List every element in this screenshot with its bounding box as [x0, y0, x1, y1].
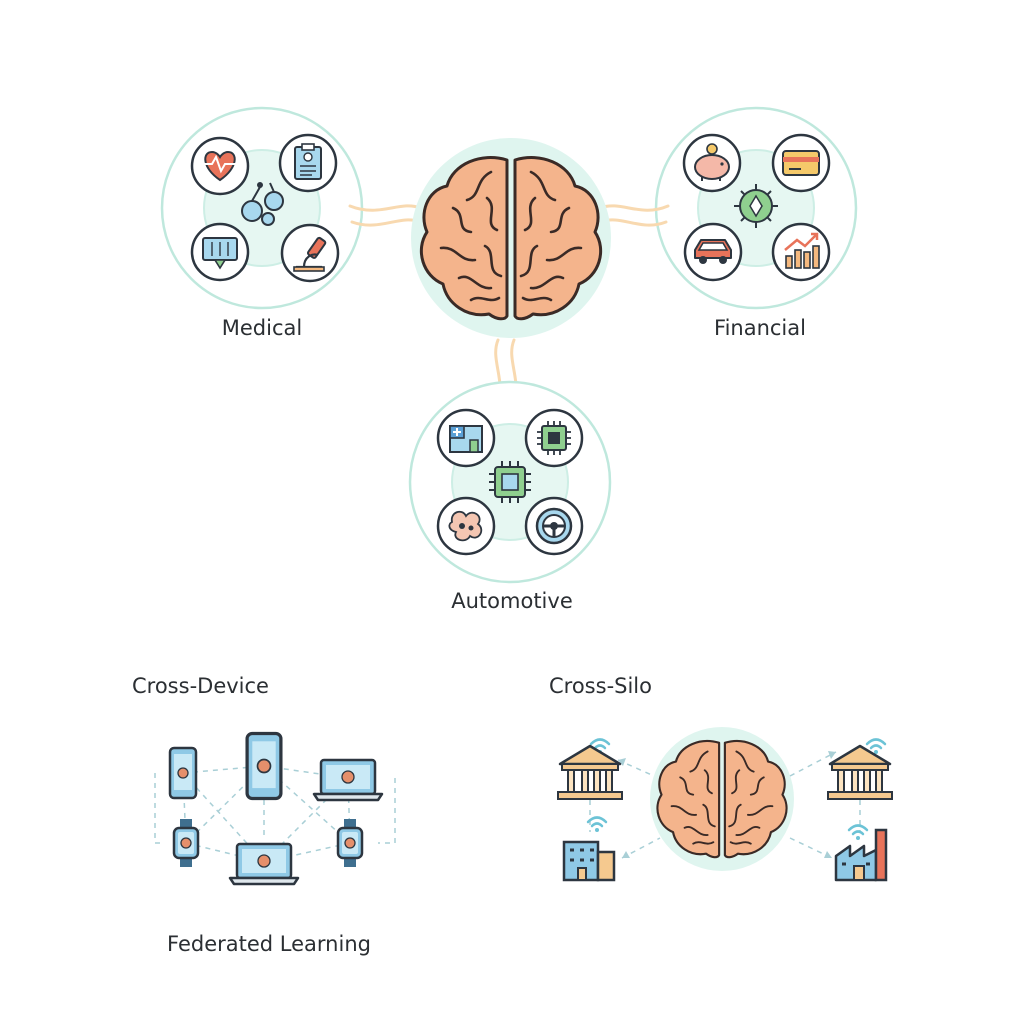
- laptop-device-icon-bottom: [228, 842, 300, 886]
- center-chip-icon: [489, 461, 531, 503]
- cross-silo-arrowheads: [618, 751, 836, 858]
- medical-label: Medical: [221, 316, 303, 340]
- cross-device-label: Cross-Device: [132, 674, 269, 698]
- scan-monitor-icon: [190, 222, 250, 282]
- automotive-cluster: [408, 380, 612, 584]
- automotive-label: Automotive: [451, 589, 573, 613]
- cross-device-network: [154, 731, 396, 886]
- cross-silo-network: [556, 727, 894, 882]
- central-brain: [411, 138, 611, 338]
- growth-chart-icon: [771, 222, 831, 282]
- phone-device-icon: [168, 746, 198, 800]
- tablet-device-icon: [245, 731, 283, 801]
- financial-cluster: [654, 106, 858, 310]
- credit-card-icon: [771, 133, 831, 193]
- steering-wheel-icon: [524, 496, 584, 556]
- factory-silo-icon: [834, 828, 888, 882]
- medical-cluster: [160, 106, 364, 310]
- car-icon: [683, 222, 743, 282]
- smartwatch-device-icon: [172, 817, 200, 869]
- sensor-cluster-icon: [436, 496, 496, 556]
- clipboard-icon: [278, 133, 338, 193]
- smartwatch-device-icon-right: [336, 817, 364, 869]
- wifi-icon-bottom-right: [847, 824, 869, 842]
- financial-label: Financial: [714, 316, 806, 340]
- building-icon: [436, 408, 496, 468]
- laptop-device-icon: [312, 758, 384, 802]
- bank-silo-icon-right: [826, 744, 894, 801]
- network-node-icon: [734, 184, 778, 228]
- piggy-bank-icon: [682, 133, 742, 193]
- bank-silo-icon-left: [556, 744, 624, 801]
- federated-learning-label: Federated Learning: [167, 932, 371, 956]
- heart-rate-icon: [190, 136, 250, 196]
- cross-silo-label: Cross-Silo: [549, 674, 652, 698]
- processor-chip-icon: [524, 408, 584, 468]
- cross-silo-connections: [589, 751, 861, 859]
- microscope-icon: [280, 223, 340, 283]
- brain-network-icon: [241, 182, 284, 226]
- office-building-silo-icon: [562, 840, 616, 882]
